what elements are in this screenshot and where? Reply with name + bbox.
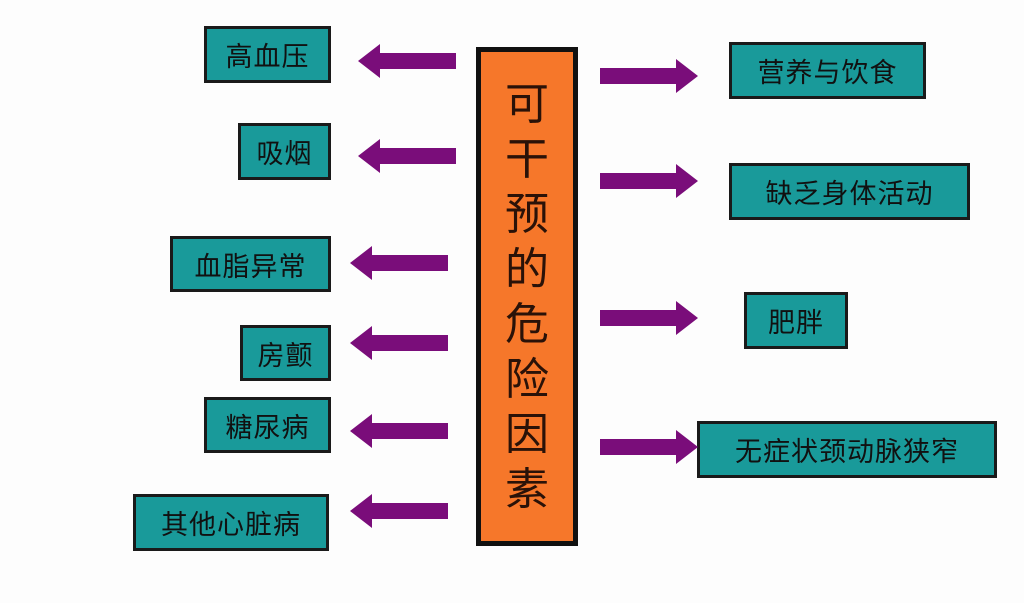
arrow-left-icon [350,494,448,528]
factor-box-other-heart-disease: 其他心脏病 [133,494,329,551]
arrow-left-icon [358,44,456,78]
center-char: 素 [505,463,549,515]
arrow-right-icon [600,301,698,335]
factor-box-atrial-fibrillation: 房颤 [240,325,331,381]
center-char: 因 [505,408,549,460]
factor-box-nutrition-diet: 营养与饮食 [729,42,926,99]
factor-box-hypertension: 高血压 [204,26,331,83]
factor-box-obesity: 肥胖 [744,292,848,349]
factor-box-smoking: 吸烟 [238,123,331,180]
center-char: 的 [505,243,549,295]
arrow-left-icon [350,246,448,280]
arrow-right-icon [600,430,698,464]
arrow-right-icon [600,59,698,93]
factor-box-diabetes: 糖尿病 [204,397,331,453]
arrow-left-icon [358,139,456,173]
center-char: 可 [505,78,549,130]
arrow-right-icon [600,164,698,198]
arrow-left-icon [350,326,448,360]
center-char: 险 [505,353,549,405]
center-title-box: 可 干 预 的 危 险 因 素 [476,47,578,546]
arrow-left-icon [350,414,448,448]
factor-box-physical-inactivity: 缺乏身体活动 [729,163,970,220]
factor-box-dyslipidemia: 血脂异常 [170,236,331,292]
factor-box-carotid-stenosis: 无症状颈动脉狭窄 [697,421,997,478]
center-char: 干 [505,133,549,185]
center-char: 危 [505,298,549,350]
center-char: 预 [505,188,549,240]
